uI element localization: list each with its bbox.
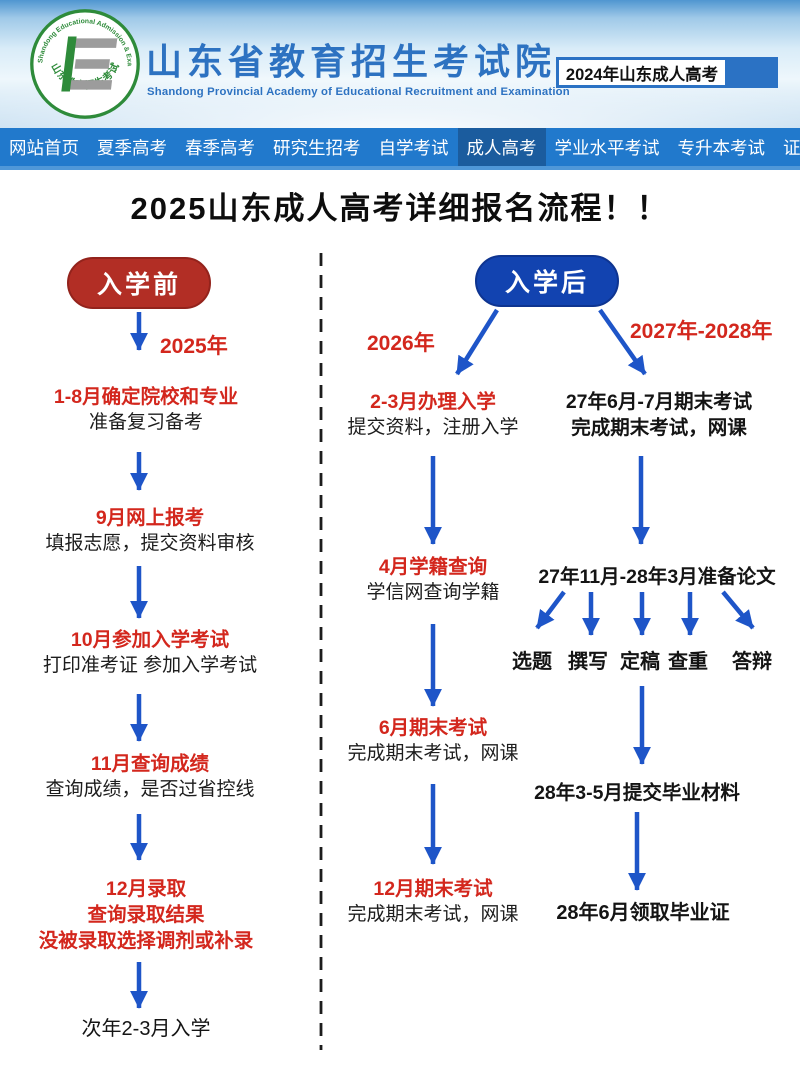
step-line2: 查询录取结果 (87, 904, 205, 926)
page-title: 2025山东成人高考详细报名流程！！ (130, 191, 670, 226)
thesis-step-defense: 答辩 (732, 651, 772, 673)
step-before-final: 次年2-3月入学 (81, 1018, 211, 1040)
nav-item-zhuanshengben[interactable]: 专升本考试 (677, 137, 766, 158)
step-subtitle: 准备复习备考 (88, 412, 203, 433)
step-before-5: 12月录取 查询录取结果 没被录取选择调剂或补录 (39, 876, 254, 954)
step-subtitle: 完成期末考试，网课 (347, 904, 519, 925)
thesis-step-finalize: 定稿 (620, 651, 660, 673)
thesis-step-plagiarism-check: 查重 (668, 651, 708, 673)
step-subtitle: 填报志愿，提交资料审核 (45, 533, 255, 554)
year-label-2026: 2026年 (367, 332, 435, 355)
step-title: 12月期末考试 (373, 878, 493, 900)
step-subtitle: 打印准考证 参加入学考试 (42, 655, 258, 676)
step-before-1: 1-8月确定院校和专业 准备复习备考 (54, 384, 238, 436)
step-title: 12月录取 (105, 878, 187, 900)
step-before-4: 11月查询成绩 查询成绩，是否过省控线 (45, 751, 254, 803)
step-mid-1: 2-3月办理入学 提交资料，注册入学 (347, 389, 518, 441)
step-subtitle: 完成期末考试，网课 (571, 417, 747, 439)
logo-e-glyph (61, 36, 118, 92)
step-title: 9月网上报考 (95, 507, 205, 529)
org-subtitle: Shandong Provincial Academy of Education… (147, 86, 570, 98)
exam-year-badge-label: 2024年山东成人高考 (559, 60, 725, 85)
stage-badge-before: 入学前 (66, 257, 212, 309)
step-mid-4: 12月期末考试 完成期末考试，网课 (347, 876, 518, 928)
step-mid-2: 4月学籍查询 学信网查询学籍 (366, 554, 499, 606)
step-subtitle: 学信网查询学籍 (366, 582, 500, 603)
step-right-thesis-prep: 27年11月-28年3月准备论文 (538, 566, 776, 588)
nav-item-certificate[interactable]: 证书考试 (783, 137, 800, 158)
nav-item-self-study[interactable]: 自学考试 (378, 137, 449, 158)
step-title: 6月期末考试 (378, 717, 488, 739)
site-header: Shandong Educational Admission & Examina… (0, 0, 800, 128)
step-subtitle: 查询成绩，是否过省控线 (45, 779, 255, 800)
year-label-2025: 2025年 (160, 335, 228, 358)
nav-item-adult-gaokao[interactable]: 成人高考 (457, 128, 546, 166)
step-title: 27年6月-7月期末考试 (565, 391, 753, 413)
org-title: 山东省教育招生考试院 (146, 41, 557, 82)
step-right-diploma: 28年6月领取毕业证 (556, 902, 730, 924)
nav-item-home[interactable]: 网站首页 (9, 137, 79, 158)
step-subtitle: 提交资料，注册入学 (347, 417, 519, 438)
nav-item-spring-gaokao[interactable]: 春季高考 (185, 137, 255, 158)
step-mid-3: 6月期末考试 完成期末考试，网课 (347, 715, 518, 767)
thesis-step-writing: 撰写 (568, 651, 608, 673)
org-logo-icon: Shandong Educational Admission & Examina… (28, 7, 140, 119)
step-before-2: 9月网上报考 填报志愿，提交资料审核 (45, 505, 254, 557)
year-label-2027-2028: 2027年-2028年 (630, 320, 773, 343)
step-subtitle: 完成期末考试，网课 (347, 743, 519, 764)
step-title: 4月学籍查询 (378, 556, 488, 578)
step-title: 2-3月办理入学 (370, 391, 496, 413)
exam-year-badge[interactable]: 2024年山东成人高考 (556, 57, 778, 88)
step-right-materials: 28年3-5月提交毕业材料 (534, 782, 740, 804)
nav-item-summer-gaokao[interactable]: 夏季高考 (97, 137, 167, 158)
nav-item-academic-level[interactable]: 学业水平考试 (554, 137, 660, 158)
step-title: 1-8月确定院校和专业 (53, 386, 239, 408)
step-line3: 没被录取选择调剂或补录 (38, 930, 254, 952)
step-title: 10月参加入学考试 (70, 629, 230, 651)
nav-item-graduate[interactable]: 研究生招考 (273, 137, 361, 158)
main-nav: 网站首页 夏季高考 春季高考 研究生招考 自学考试 成人高考 学业水平考试 专升… (0, 128, 800, 170)
stage-badge-after: 入学后 (474, 255, 620, 307)
step-before-3: 10月参加入学考试 打印准考证 参加入学考试 (43, 627, 257, 679)
step-title: 11月查询成绩 (90, 753, 210, 775)
thesis-step-topic: 选题 (512, 651, 552, 673)
step-right-1: 27年6月-7月期末考试 完成期末考试，网课 (566, 389, 752, 441)
